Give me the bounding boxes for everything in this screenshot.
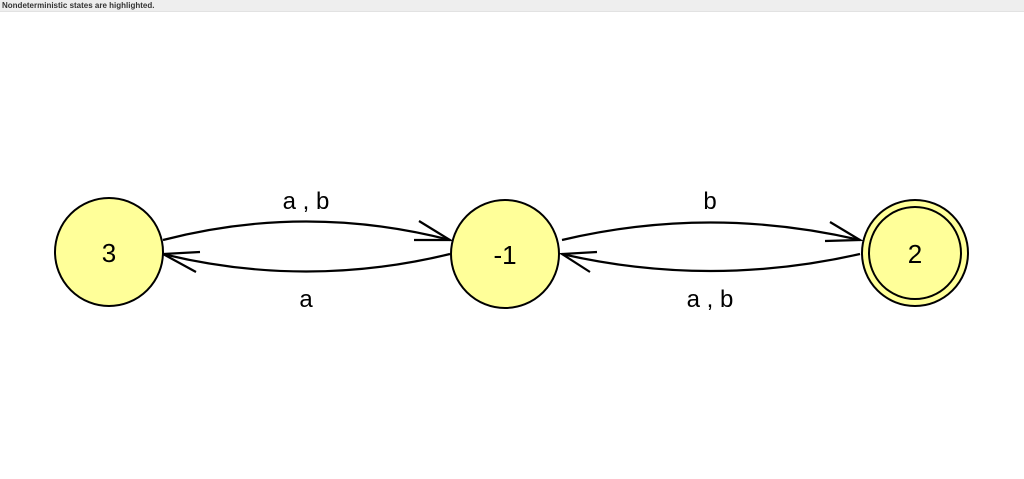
arrowhead-icon [558,250,598,273]
transition-edge[interactable] [162,252,451,273]
transition-2-to-minus1[interactable]: a , b [558,250,861,313]
state-circle[interactable] [54,197,164,307]
state-circle[interactable] [861,199,969,307]
status-bar: Nondeterministic states are highlighted. [0,0,1024,12]
state-label: 2 [908,239,922,269]
transition-3-to-minus1[interactable]: a , b [162,188,454,242]
transition-label: a [299,286,313,313]
final-state-ring [868,206,962,300]
state-3[interactable]: 3 [54,197,164,307]
transition-label: a , b [687,286,734,313]
state-minus1[interactable]: -1 [450,199,560,309]
state-label: 3 [102,238,116,268]
state-circle[interactable] [450,199,560,309]
arrowhead-icon [414,220,454,242]
arrowhead-icon [824,221,864,243]
transition-label: a , b [283,188,330,215]
transition-edge[interactable] [561,252,861,273]
status-message: Nondeterministic states are highlighted. [2,1,155,10]
transition-edge[interactable] [162,220,451,242]
transition-label: b [703,188,716,215]
automaton-canvas[interactable]: a , b a b a , b 3 -1 2 [0,12,1024,479]
state-2-final[interactable]: 2 [861,199,969,307]
transition-minus1-to-3[interactable]: a [159,250,451,313]
transition-edge[interactable] [561,221,861,242]
state-label: -1 [493,240,516,270]
transition-minus1-to-2[interactable]: b [561,188,864,243]
